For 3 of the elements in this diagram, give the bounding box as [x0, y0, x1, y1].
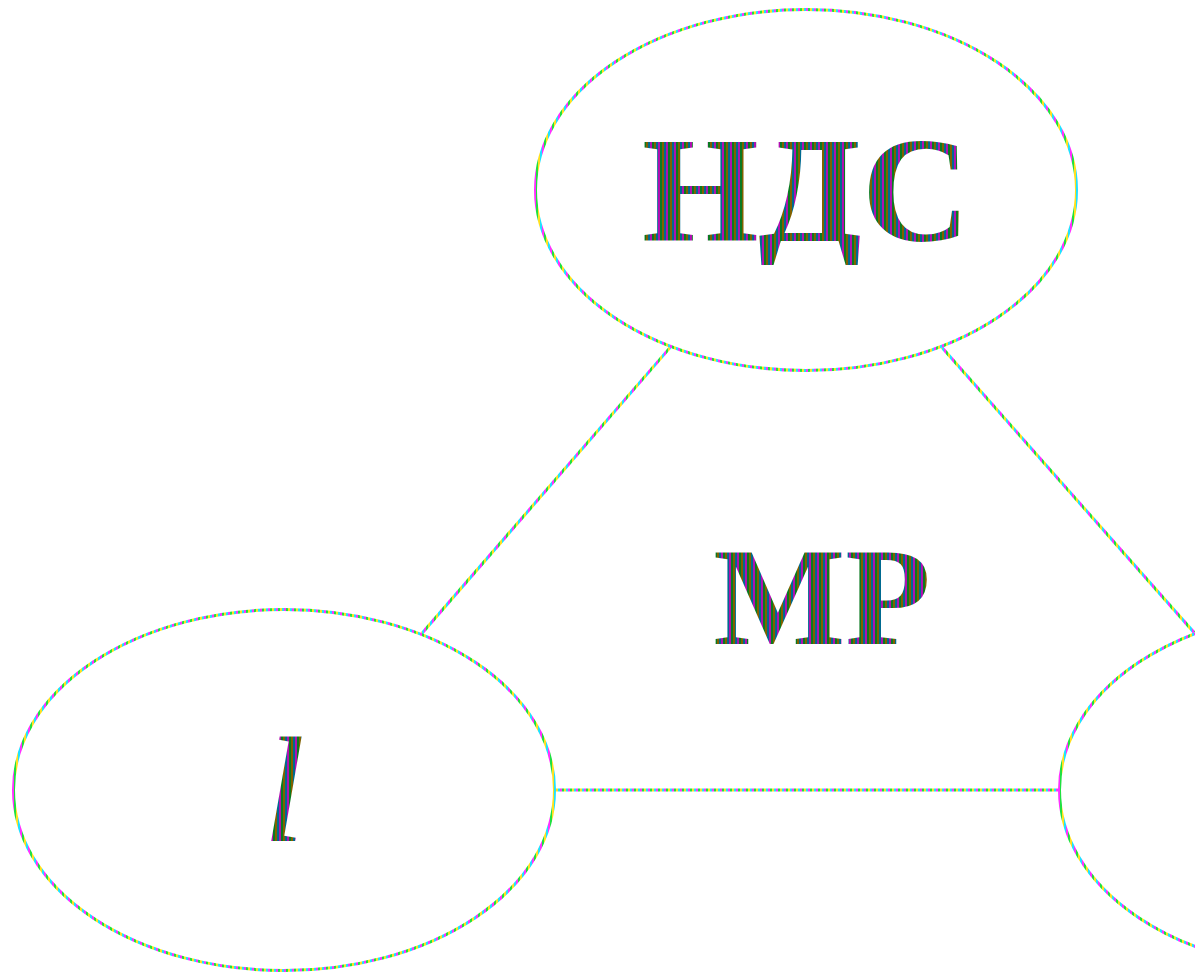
connector-line — [940, 346, 1195, 634]
connector-line — [420, 346, 672, 635]
connector-line — [556, 788, 1058, 792]
